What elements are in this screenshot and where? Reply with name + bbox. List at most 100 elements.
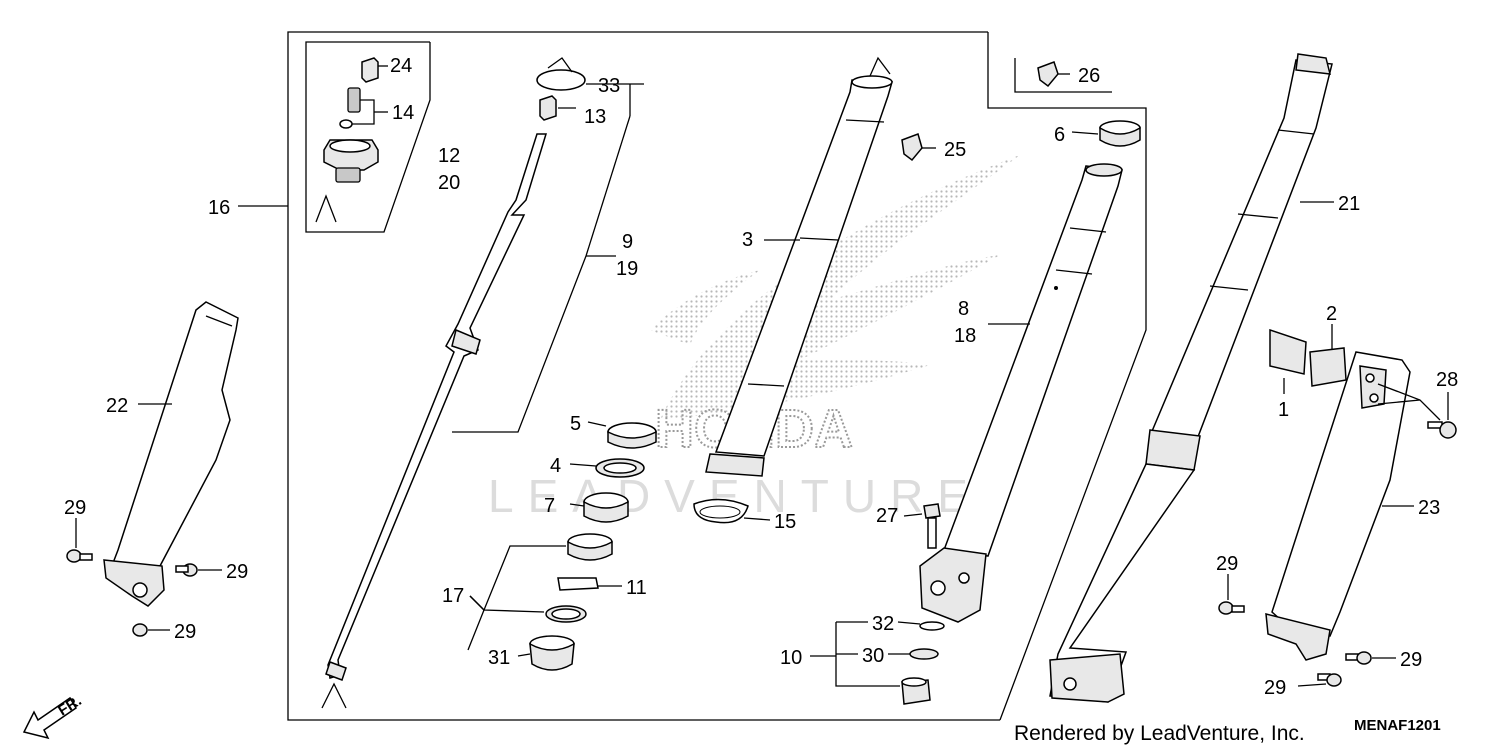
part-15-snap-ring: [693, 498, 749, 524]
callout-29-c: 29: [174, 621, 196, 643]
callout-19: 19: [616, 258, 638, 280]
callout-14: 14: [392, 102, 414, 124]
part-25-clip: [901, 133, 923, 162]
part-2-plate: [1309, 347, 1347, 387]
part-26-bracket: [1014, 58, 1112, 93]
part-30-washer: [909, 648, 939, 660]
callout-29-f: 29: [1264, 677, 1286, 699]
part-8-inner-tube: [942, 163, 1123, 557]
render-credit: Rendered by LeadVenture, Inc.: [1014, 722, 1305, 745]
callout-29-d: 29: [1216, 553, 1238, 575]
callout-33: 33: [598, 75, 620, 97]
part-22-fork-guard: [103, 301, 239, 607]
leader-7: [569, 503, 585, 507]
part-7-bushing: [583, 492, 629, 523]
callout-11: 11: [626, 577, 647, 599]
part-33-o-ring: [536, 69, 586, 91]
front-direction-arrow: FR.: [22, 692, 85, 740]
callout-23: 23: [1418, 497, 1440, 519]
callout-13: 13: [584, 106, 606, 128]
callout-30: 30: [862, 645, 884, 667]
part-17-seal: [567, 533, 613, 561]
leader-15: [743, 517, 771, 521]
part-24-nut: [361, 57, 379, 83]
part-4-washer: [595, 458, 645, 478]
part-26-clip: [1037, 61, 1059, 88]
part-29-bolt-f: [1317, 673, 1342, 687]
part-23-fork-guard: [1265, 351, 1411, 661]
callout-29-e: 29: [1400, 649, 1422, 671]
part-31-dust-seal: [529, 635, 575, 671]
part-28-bolt: [1427, 421, 1457, 439]
leader-31-diag: [467, 609, 485, 651]
part-29-bolt-a: [66, 549, 93, 563]
callout-8: 8: [958, 298, 969, 320]
diagram-code: MENAF1201: [1354, 717, 1441, 734]
leader-27: [903, 513, 923, 517]
part-33-arrow: [547, 57, 573, 73]
callout-3: 3: [742, 229, 753, 251]
leader-10-bracket: [835, 622, 900, 687]
leader-17-bracket: [483, 545, 566, 613]
leader-9-upper: [585, 115, 631, 257]
part-18-axle-holder: [919, 547, 987, 623]
callout-28: 28: [1436, 369, 1458, 391]
callout-22: 22: [106, 395, 128, 417]
part-10-bolt: [901, 677, 931, 705]
part-21-fork-assembly: [1049, 53, 1333, 703]
part-17b-seal: [545, 605, 587, 623]
callout-12: 12: [438, 145, 460, 167]
callout-29-a: 29: [64, 497, 86, 519]
part-27-bolt: [923, 503, 941, 549]
part-5-bushing: [607, 422, 657, 449]
callout-21: 21: [1338, 193, 1360, 215]
callout-16: 16: [208, 197, 230, 219]
leader-29f: [1297, 683, 1327, 687]
leader-17-diag: [469, 595, 485, 611]
leader-9-lower: [452, 255, 587, 433]
leader-4: [569, 463, 597, 467]
fork-cap-subgroup-box: [305, 41, 431, 233]
callout-20: 20: [438, 172, 460, 194]
part-11-circlip: [557, 577, 599, 591]
callout-4: 4: [550, 455, 561, 477]
leader-6: [1071, 131, 1099, 135]
callout-27: 27: [876, 505, 898, 527]
callout-9: 9: [622, 231, 633, 253]
callout-5: 5: [570, 413, 581, 435]
part-3-arrow: [869, 56, 891, 77]
callout-25: 25: [944, 139, 966, 161]
fork-assembly-outline-left: [287, 31, 1000, 721]
leader-32b: [897, 621, 921, 625]
callout-1: 1: [1278, 399, 1289, 421]
callout-2: 2: [1326, 303, 1337, 325]
fork-assembly-outline-right: [987, 32, 1147, 721]
part-1-plate: [1269, 328, 1307, 375]
callout-6: 6: [1054, 124, 1065, 146]
part-29-bolt-d: [1218, 601, 1245, 615]
part-3-outer-tube: [705, 75, 893, 477]
callout-17: 17: [442, 585, 464, 607]
leader-31: [517, 653, 531, 657]
callout-18: 18: [954, 325, 976, 347]
callout-26: 26: [1078, 65, 1100, 87]
part-32-o-ring: [919, 621, 945, 631]
part-29-bolt-e: [1345, 651, 1372, 665]
callout-10: 10: [780, 647, 802, 669]
leader-5: [587, 421, 607, 427]
part-29-bolt-c: [132, 623, 148, 637]
callout-29-b: 29: [226, 561, 248, 583]
part-12-arrow: [315, 194, 337, 223]
part-9-arrow: [321, 682, 347, 709]
part-13-collar: [539, 95, 557, 121]
part-29-bolt-b: [175, 563, 198, 577]
callout-15: 15: [774, 511, 796, 533]
leader-28b: [1377, 399, 1421, 405]
part-14-valve: [339, 87, 361, 129]
callout-32: 32: [872, 613, 894, 635]
callout-7: 7: [544, 495, 555, 517]
part-6-bushing: [1099, 120, 1141, 147]
part-9-damper-rod: [325, 133, 548, 681]
